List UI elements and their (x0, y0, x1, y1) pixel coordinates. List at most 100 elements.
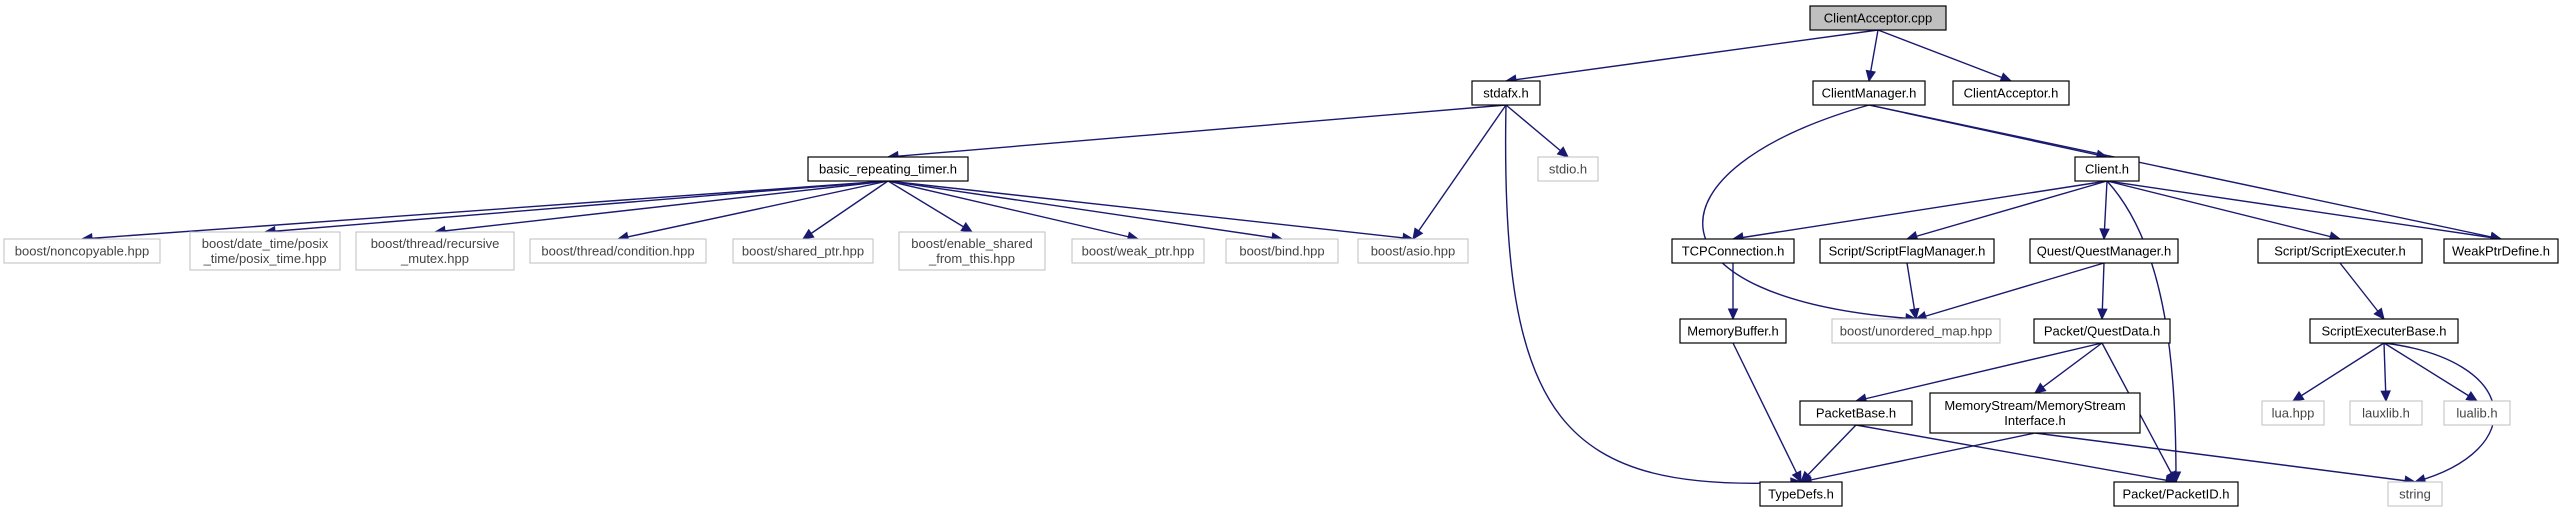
edge-clientmanager-to-weakptr (1868, 104, 2503, 242)
edge-root-to-stdafx (1504, 29, 1879, 85)
edge-line (264, 180, 889, 233)
node-box (1952, 80, 2070, 106)
node-label: TCPConnection.h (1682, 244, 1785, 259)
edge-line (1800, 432, 2036, 483)
node-label: ClientAcceptor.cpp (1824, 11, 1932, 26)
edge-root-to-clientacceptor_h (1877, 29, 2013, 83)
node-box (529, 238, 707, 264)
edge-client-to-scriptexecuter (2106, 180, 2342, 242)
node-packetbase[interactable]: PacketBase.h (1799, 400, 1913, 426)
edge-questmanager-to-unordered_map (1914, 262, 2105, 322)
node-typedefs[interactable]: TypeDefs.h (1759, 481, 1843, 507)
node-label: WeakPtrDefine.h (2452, 244, 2550, 259)
node-label: ClientManager.h (1822, 86, 1917, 101)
node-basic-timer[interactable]: basic_repeating_timer.h (807, 156, 969, 182)
node-lauxlib[interactable]: lauxlib.h (2349, 400, 2423, 426)
node-shared-ptr[interactable]: boost/shared_ptr.hpp (732, 238, 874, 264)
node-tcpconnection[interactable]: TCPConnection.h (1671, 238, 1795, 264)
node-label: boost/noncopyable.hpp (15, 244, 149, 259)
node-label: MemoryBuffer.h (1687, 324, 1779, 339)
edge-client-to-scriptflag (1905, 180, 2108, 242)
arrow-head-icon (2373, 307, 2385, 320)
node-scriptflag[interactable]: Script/ScriptFlagManager.h (1819, 238, 1995, 264)
node-box (2113, 481, 2239, 507)
node-asio[interactable]: boost/asio.hpp (1357, 238, 1469, 264)
node-posix-time[interactable]: boost/date_time/posix_time/posix_time.hp… (189, 231, 341, 271)
node-recursive-mutex[interactable]: boost/thread/recursive_mutex.hpp (355, 231, 515, 271)
edge-line (1800, 424, 1857, 483)
node-string[interactable]: string (2387, 481, 2443, 507)
edge-questmanager-to-questdata (2097, 262, 2108, 321)
node-noncopyable[interactable]: boost/noncopyable.hpp (3, 238, 161, 264)
node-root[interactable]: ClientAcceptor.cpp (1809, 5, 1947, 31)
node-memorybuffer[interactable]: MemoryBuffer.h (1679, 318, 1787, 344)
nodes: ClientAcceptor.cpp stdafx.h ClientManager.… (3, 5, 2559, 507)
node-box (2387, 481, 2443, 507)
node-label: boost/enable_shared (911, 236, 1032, 251)
node-questmanager[interactable]: Quest/QuestManager.h (2029, 238, 2179, 264)
node-label: MemoryStream/MemoryStream (1944, 398, 2125, 413)
node-packetid[interactable]: Packet/PacketID.h (2113, 481, 2239, 507)
edge-line (1868, 104, 2502, 240)
node-box (1471, 80, 1541, 106)
node-label: boost/thread/condition.hpp (541, 244, 694, 259)
node-lua[interactable]: lua.hpp (2261, 400, 2325, 426)
arrow-head-icon (960, 222, 974, 233)
node-weak-ptr[interactable]: boost/weak_ptr.hpp (1071, 238, 1205, 264)
node-box (1679, 318, 1787, 344)
node-label: basic_repeating_timer.h (819, 162, 957, 177)
node-box (2261, 400, 2325, 426)
edge-line (2383, 342, 2478, 402)
node-label: ClientAcceptor.h (1964, 86, 2059, 101)
node-scriptexecuter[interactable]: Script/ScriptExecuter.h (2257, 238, 2423, 264)
node-enable-shared[interactable]: boost/enable_shared_from_this.hpp (898, 231, 1046, 271)
edge-line (1702, 104, 1917, 320)
node-stdio[interactable]: stdio.h (1537, 156, 1599, 182)
edge-line (1915, 262, 2105, 320)
edge-line (887, 180, 1414, 240)
arrow-head-icon (1909, 307, 1920, 321)
node-label: Client.h (2085, 162, 2129, 177)
node-label: Script/ScriptFlagManager.h (1829, 244, 1986, 259)
node-box (2074, 156, 2140, 182)
node-label: lauxlib.h (2362, 406, 2410, 421)
node-weakptr[interactable]: WeakPtrDefine.h (2443, 238, 2559, 264)
edge-line (434, 180, 889, 233)
edge-client-to-weakptr (2106, 180, 2503, 243)
arrow-head-icon (1999, 72, 2013, 83)
edge-line (2034, 342, 2103, 394)
edge-line (1855, 424, 2177, 483)
node-clientmanager[interactable]: ClientManager.h (1812, 80, 1926, 106)
node-box (1225, 238, 1339, 264)
arrow-head-icon (2291, 390, 2305, 402)
edge-line (1877, 29, 2012, 82)
node-label: string (2399, 487, 2431, 502)
node-box (1929, 392, 2141, 434)
edge-root-to-clientmanager (1865, 29, 1879, 83)
node-label: boost/unordered_map.hpp (1840, 324, 1993, 339)
node-unordered-map[interactable]: boost/unordered_map.hpp (1831, 318, 2001, 344)
edge-stdafx-to-basic_timer (886, 104, 1507, 162)
edge-packetbase-to-packetid (1855, 424, 2178, 486)
node-stdafx[interactable]: stdafx.h (1471, 80, 1541, 106)
edge-memorystream-to-string (2034, 432, 2417, 486)
edge-basic_timer-to-shared_ptr (801, 180, 889, 240)
node-condition[interactable]: boost/thread/condition.hpp (529, 238, 707, 264)
node-questdata[interactable]: Packet/QuestData.h (2033, 318, 2171, 344)
edge-scriptflag-to-unordered_map (1906, 262, 1920, 321)
edge-line (2106, 180, 2502, 240)
edge-client-to-tcpconnection (1731, 180, 2108, 243)
node-box (1809, 5, 1947, 31)
node-box (1357, 238, 1469, 264)
node-label: boost/date_time/posix (202, 236, 329, 251)
node-bind[interactable]: boost/bind.hpp (1225, 238, 1339, 264)
edge-line (2106, 180, 2341, 240)
node-client[interactable]: Client.h (2074, 156, 2140, 182)
node-scriptexecbase[interactable]: ScriptExecuterBase.h (2309, 318, 2459, 344)
node-lualib[interactable]: lualib.h (2443, 400, 2511, 426)
node-clientacceptor-h[interactable]: ClientAcceptor.h (1952, 80, 2070, 106)
edge-memorybuffer-to-typedefs (1732, 342, 1802, 484)
arrow-head-icon (2034, 382, 2047, 394)
arrow-head-icon (1791, 470, 1802, 484)
